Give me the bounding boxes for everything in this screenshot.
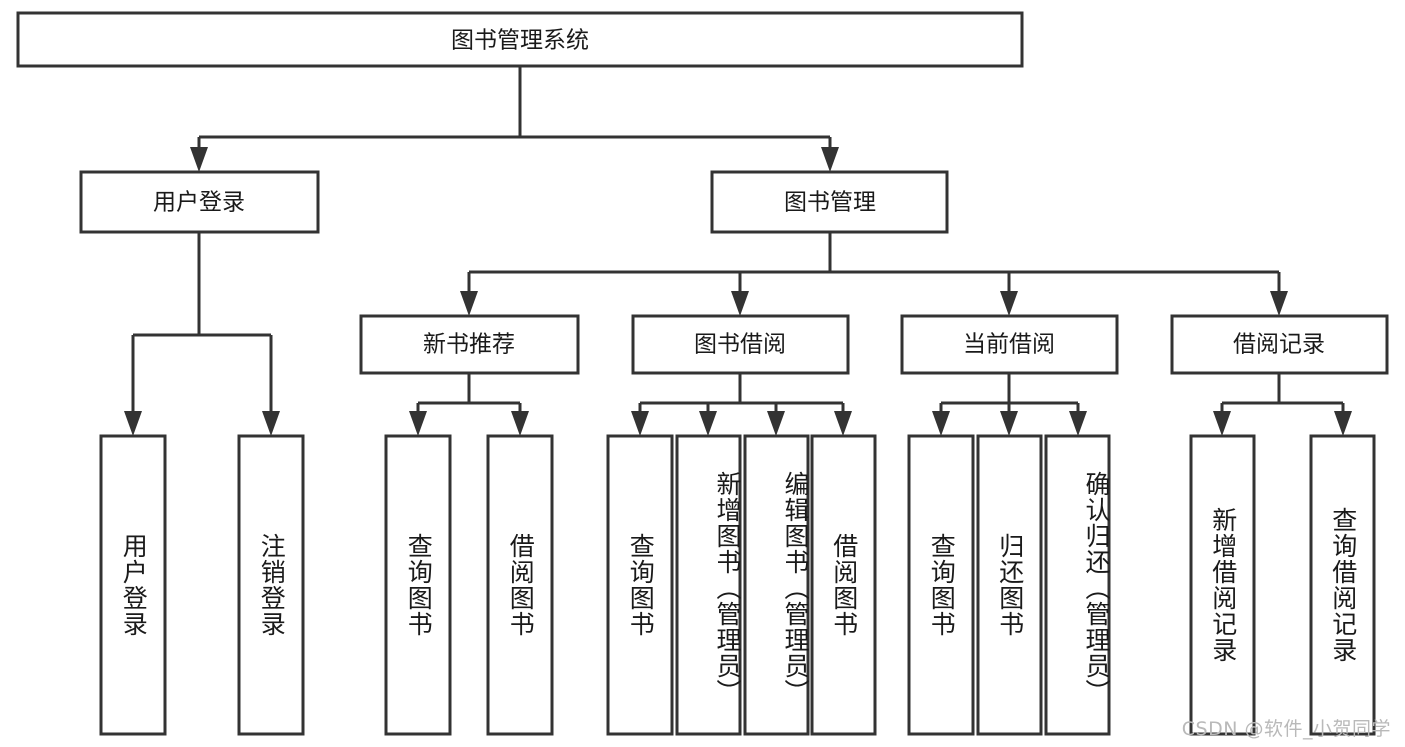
node-user-login[interactable]: 用户登录 (79, 170, 320, 234)
node-new-book-recommend[interactable]: 新书推荐 (359, 314, 580, 375)
leaf-box-borrow-book-2[interactable] (810, 434, 877, 736)
leaf-box-query-book-1[interactable] (384, 434, 452, 736)
node-borrow-record[interactable]: 借阅记录 (1170, 314, 1389, 375)
arrow-to-leaf-query-book-3 (932, 411, 950, 436)
node-current-borrow[interactable]: 当前借阅 (900, 314, 1119, 375)
arrow-to-leaf-confirm-return (1069, 411, 1087, 436)
book-manage-label: 图书管理 (784, 190, 876, 216)
root-label: 图书管理系统 (451, 28, 589, 54)
arrow-to-leaf-add-record (1213, 411, 1231, 436)
connector-current-borrow-to-leaves (932, 373, 1087, 436)
node-root[interactable]: 图书管理系统 (16, 11, 1024, 68)
current-borrow-label: 当前借阅 (963, 332, 1055, 358)
leaf-box-query-book-2[interactable] (606, 434, 674, 736)
arrow-to-current-borrow (1000, 291, 1018, 316)
leaf-box-return-book[interactable] (976, 434, 1043, 736)
node-book-manage[interactable]: 图书管理 (710, 170, 949, 234)
leaf-box-add-record[interactable] (1189, 434, 1256, 736)
leaf-box-add-book[interactable] (675, 434, 742, 736)
leaf-box-logout[interactable] (237, 434, 305, 736)
arrow-to-book-borrow (731, 291, 749, 316)
arrow-to-leaf-logout (262, 411, 280, 436)
connector-book-manage-to-level2 (460, 232, 1288, 316)
arrow-to-leaf-query-book-1 (409, 411, 427, 436)
arrow-to-leaf-return-book (1000, 411, 1018, 436)
book-borrow-label: 图书借阅 (694, 332, 786, 358)
current-borrow-box (900, 314, 1119, 375)
csdn-watermark: CSDN @软件_小贺同学 (1181, 718, 1391, 740)
root-box (16, 11, 1024, 68)
arrow-to-leaf-edit-book (767, 411, 785, 436)
arrow-to-leaf-query-record (1334, 411, 1352, 436)
node-book-borrow[interactable]: 图书借阅 (631, 314, 850, 375)
arrow-to-user-login (190, 147, 208, 172)
arrow-to-leaf-add-book (699, 411, 717, 436)
arrow-to-new-book-recommend (460, 291, 478, 316)
new-book-recommend-label: 新书推荐 (423, 332, 515, 358)
connector-root-to-level1 (190, 66, 839, 172)
connector-borrow-record-to-leaves (1213, 373, 1352, 436)
connector-user-login-to-leaves (124, 232, 280, 436)
arrow-to-leaf-borrow-book-2 (834, 411, 852, 436)
leaf-box-edit-book[interactable] (743, 434, 810, 736)
leaf-box-query-book-3[interactable] (907, 434, 975, 736)
user-login-label: 用户登录 (153, 190, 245, 216)
new-book-recommend-box (359, 314, 580, 375)
borrow-record-label: 借阅记录 (1233, 332, 1325, 358)
arrow-to-leaf-query-book-2 (631, 411, 649, 436)
leaf-box-borrow-book-1[interactable] (486, 434, 554, 736)
arrow-to-leaf-borrow-book-1 (511, 411, 529, 436)
arrow-to-book-manage (821, 147, 839, 172)
connector-book-borrow-to-leaves (631, 373, 852, 436)
user-login-box (79, 170, 320, 234)
connector-new-book-recommend-to-leaves (409, 373, 529, 436)
leaf-box-confirm-return[interactable] (1044, 434, 1111, 736)
leaf-box-user-login[interactable] (99, 434, 167, 736)
leaf-box-query-record[interactable] (1309, 434, 1376, 736)
arrow-to-leaf-user-login (124, 411, 142, 436)
arrow-to-borrow-record (1270, 291, 1288, 316)
